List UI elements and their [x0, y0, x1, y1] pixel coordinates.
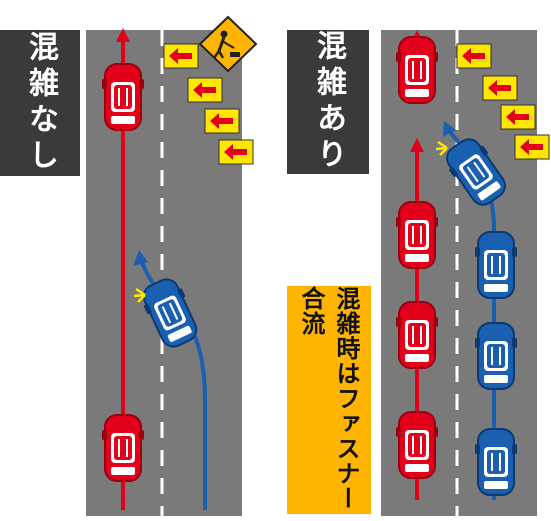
right-arrow-sign-1: [456, 43, 492, 69]
right-red-car-2: [395, 201, 439, 269]
right-red-car-3: [395, 301, 439, 369]
right-blue-car-3: [474, 428, 518, 496]
right-red-car-1: [395, 36, 439, 104]
zipper-merge-callout: 混雑時はファスナー合流: [287, 286, 371, 514]
left-arrow-sign-4: [218, 139, 254, 165]
right-arrow-sign-4: [514, 134, 550, 160]
left-arrow-sign-2: [187, 77, 223, 103]
left-arrow-sign-1: [163, 43, 199, 69]
label-no-congestion: 混雑なし: [0, 30, 80, 176]
left-red-car-front: [101, 63, 145, 131]
road-work-sign-icon: [198, 15, 258, 73]
right-arrow-sign-3: [500, 104, 536, 130]
label-congestion: 混雑あり: [287, 30, 369, 174]
right-arrow-sign-2: [482, 75, 518, 101]
left-arrow-sign-3: [204, 108, 240, 134]
left-red-car-rear: [101, 414, 145, 482]
right-red-car-4: [395, 411, 439, 479]
right-blue-car-1: [474, 231, 518, 299]
right-blue-car-2: [474, 322, 518, 390]
